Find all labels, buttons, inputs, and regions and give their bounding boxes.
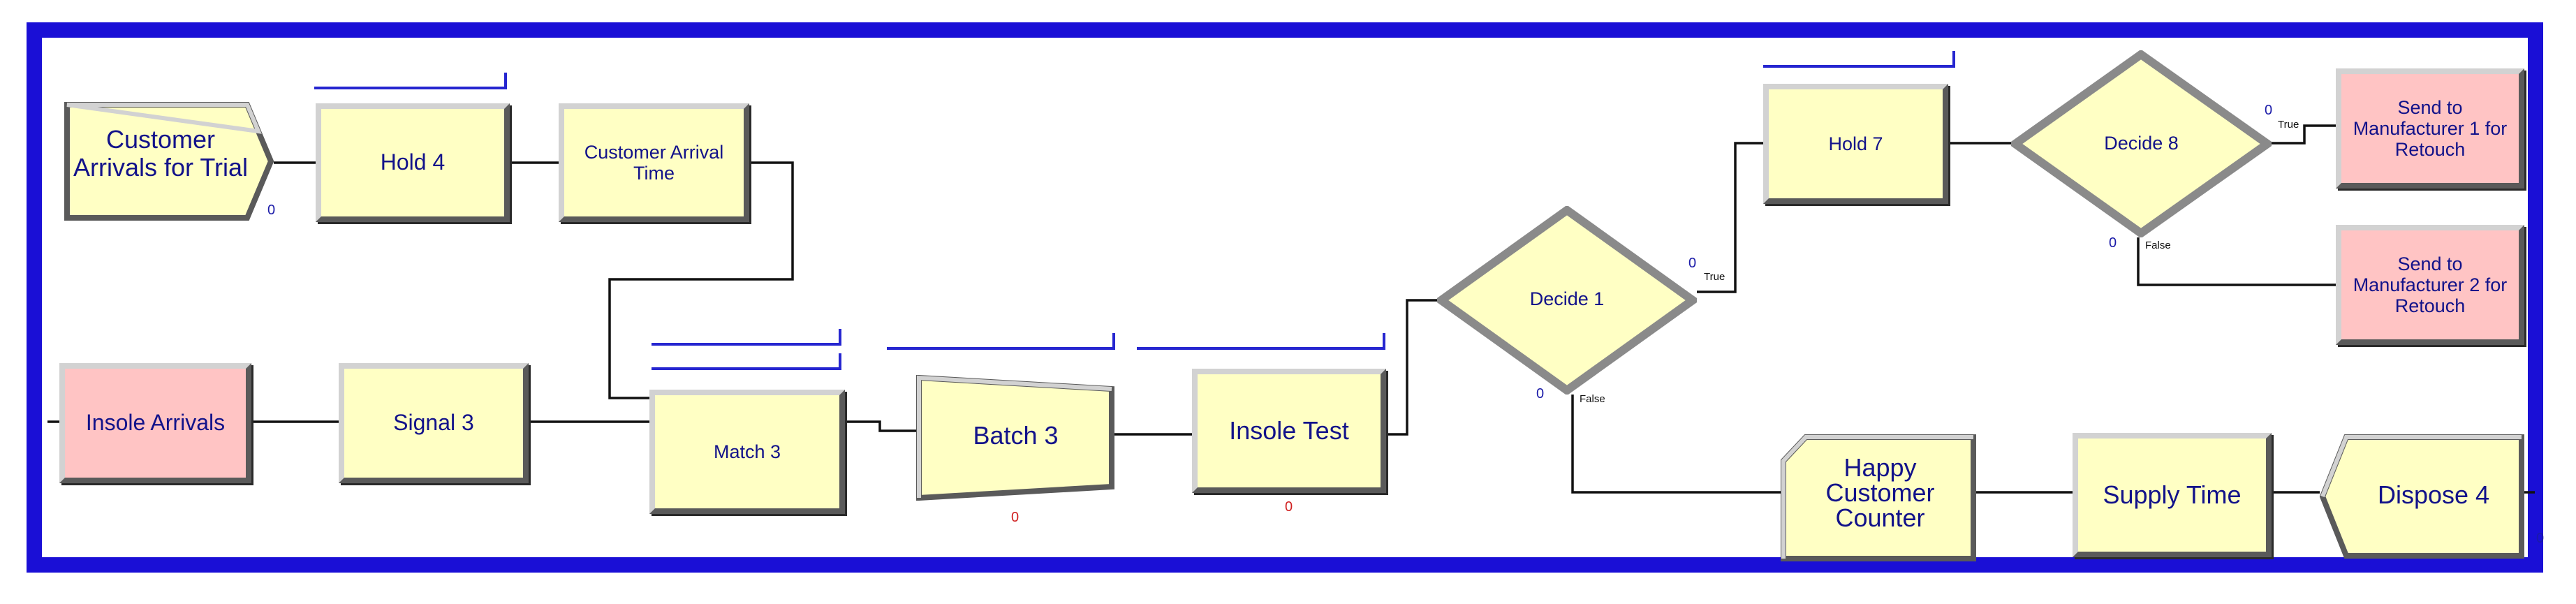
counter-dispose4: 0 — [2536, 531, 2545, 546]
counter-decide1-false: 0 — [1536, 386, 1545, 402]
label-match3: Match 3 — [713, 441, 781, 462]
decide-module-decide1[interactable] — [1437, 206, 1697, 395]
label-decide8: Decide 8 — [2104, 133, 2179, 154]
connector-arrivaltime-match3 — [608, 161, 794, 399]
label-decide1: Decide 1 — [1529, 288, 1605, 309]
batch3-queue — [887, 333, 1115, 350]
counter-decide1-true: 0 — [1688, 256, 1697, 271]
label-signal3: Signal 3 — [393, 410, 474, 436]
hold4-queue — [314, 73, 507, 89]
connector-match3-batch3 — [845, 420, 916, 432]
process-module-supply-time[interactable]: Supply Time — [2073, 433, 2272, 557]
connector-decide8-mfr2 — [2137, 237, 2336, 286]
counter-decide8-false: 0 — [2109, 235, 2117, 251]
process-module-signal3[interactable]: Signal 3 — [339, 363, 529, 483]
match3-queue-1 — [652, 329, 841, 346]
counter-decide8-true: 0 — [2265, 103, 2273, 118]
create-module-customer-arrivals[interactable] — [64, 102, 274, 221]
connector-decide8-mfr1 — [2272, 124, 2336, 145]
label-insole-arrivals: Insole Arrivals — [85, 410, 226, 436]
dispose-module-dispose4[interactable] — [2320, 434, 2524, 559]
decide-module-decide8[interactable] — [2011, 50, 2272, 237]
label-hold7: Hold 7 — [1828, 133, 1883, 154]
label-supply-time: Supply Time — [2103, 480, 2242, 509]
connector-decide1-happy — [1571, 395, 1781, 494]
counter-batch3: 0 — [1011, 510, 1020, 525]
process-module-insole-test[interactable]: Insole Test — [1192, 369, 1386, 493]
process-module-match3[interactable]: Match 3 — [649, 390, 845, 514]
process-module-hold7[interactable]: Hold 7 — [1763, 84, 1948, 204]
process-module-hold4[interactable]: Hold 4 — [316, 103, 510, 222]
route-module-send-manufacturer1[interactable]: Send to Manufacturer 1 for Retouch — [2336, 68, 2524, 189]
match3-queue-2 — [652, 353, 841, 370]
label-customer-arrivals: Customer Arrivals for Trial — [73, 125, 249, 182]
label-batch3: Batch 3 — [973, 421, 1059, 450]
connector-decide1-hold7 — [1697, 142, 1763, 293]
label-happy-customer-counter: Happy Customer Counter — [1825, 453, 1935, 532]
label-send-manufacturer1: Send to Manufacturer 1 for Retouch — [2353, 96, 2508, 161]
branch-label-decide8-true: True — [2278, 119, 2299, 131]
label-insole-test: Insole Test — [1229, 415, 1349, 445]
branch-label-decide1-false: False — [1580, 393, 1605, 405]
branch-label-decide1-true: True — [1704, 271, 1725, 283]
label-customer-arrival-time: Customer Arrival Time — [584, 141, 724, 184]
connector-insoletest-decide1 — [1386, 299, 1437, 436]
label-hold4: Hold 4 — [380, 149, 446, 175]
counter-insole-test: 0 — [1285, 499, 1293, 515]
create-module-insole-arrivals[interactable]: Insole Arrivals — [59, 363, 251, 483]
insoletest-queue — [1137, 333, 1385, 350]
label-dispose4: Dispose 4 — [2377, 480, 2490, 509]
batch-module-batch3[interactable] — [916, 375, 1115, 501]
process-module-customer-arrival-time[interactable]: Customer Arrival Time — [559, 103, 749, 222]
hold7-queue — [1763, 51, 1955, 68]
record-module-happy-customer-counter[interactable] — [1781, 434, 1976, 561]
route-module-send-manufacturer2[interactable]: Send to Manufacturer 2 for Retouch — [2336, 225, 2524, 345]
branch-label-decide8-false: False — [2145, 240, 2171, 251]
label-send-manufacturer2: Send to Manufacturer 2 for Retouch — [2353, 253, 2508, 317]
counter-customer-arrivals: 0 — [267, 202, 276, 218]
